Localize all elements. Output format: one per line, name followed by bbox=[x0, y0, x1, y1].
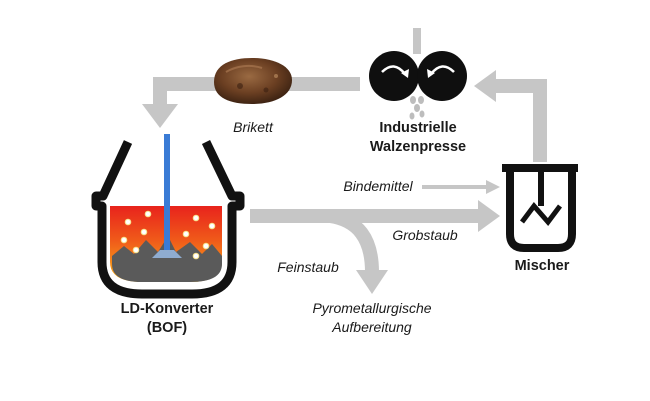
mixer-vessel bbox=[502, 164, 578, 252]
binder-arrow bbox=[422, 180, 500, 194]
arrow-head-press bbox=[474, 70, 496, 102]
press-roller-left bbox=[369, 51, 419, 101]
flow-arrows bbox=[142, 70, 547, 294]
arrow-head-pyro bbox=[356, 270, 388, 294]
label-binder: Bindemittel bbox=[343, 178, 413, 194]
label-converter-line2: (BOF) bbox=[147, 320, 187, 336]
label-pyro-line2: Aufbereitung bbox=[331, 319, 412, 335]
press-output-granules bbox=[409, 96, 425, 120]
press-feed-chute bbox=[413, 28, 421, 54]
mixer-body bbox=[506, 172, 576, 252]
arrow-press-to-converter bbox=[153, 77, 360, 108]
label-briquette: Brikett bbox=[233, 119, 274, 135]
melt-bubbles bbox=[120, 210, 216, 260]
mixer-stirrer bbox=[520, 202, 562, 226]
label-press-line2: Walzenpresse bbox=[370, 139, 466, 155]
label-converter-line1: LD-Konverter bbox=[121, 301, 214, 317]
arrow-mixer-to-press bbox=[492, 79, 547, 162]
arrow-head-mixer bbox=[478, 200, 500, 232]
arrow-fine-dust bbox=[328, 209, 379, 273]
mixer-shaft bbox=[538, 172, 544, 206]
label-pyro-line1: Pyrometallurgische bbox=[312, 300, 431, 316]
oxygen-lance bbox=[164, 134, 170, 250]
press-roller-right bbox=[417, 51, 467, 101]
roller-press bbox=[369, 28, 467, 120]
label-press-line1: Industrielle bbox=[379, 120, 456, 136]
ld-converter bbox=[91, 134, 245, 299]
mixer-lid bbox=[502, 164, 578, 172]
converter-slag bbox=[112, 236, 222, 282]
label-fine-dust: Feinstaub bbox=[277, 259, 339, 275]
label-coarse-dust: Grobstaub bbox=[392, 227, 458, 243]
briquette-image bbox=[214, 58, 292, 104]
converter-shell bbox=[91, 140, 245, 299]
label-mixer: Mischer bbox=[515, 258, 570, 274]
arrow-head-converter bbox=[142, 104, 178, 128]
lance-jet bbox=[152, 250, 182, 258]
